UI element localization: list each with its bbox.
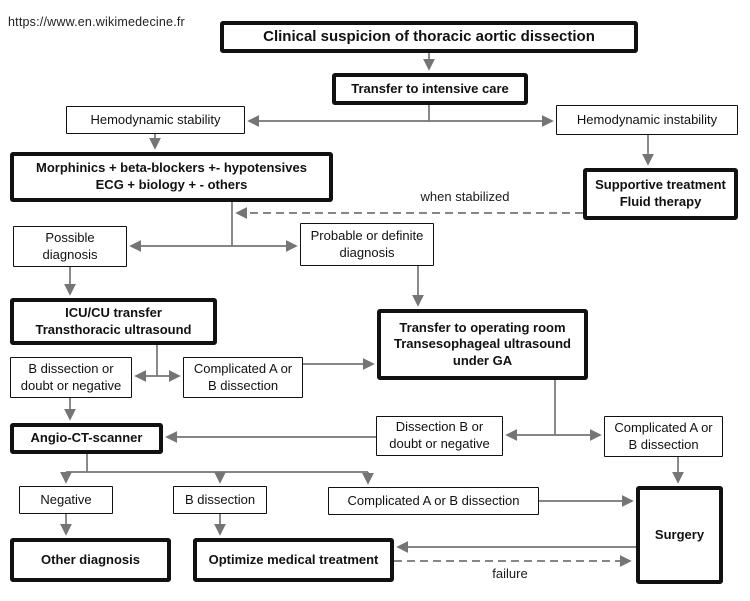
edge-label-when-stabilized: when stabilized xyxy=(420,189,510,204)
node-supportive-treatment: Supportive treatment Fluid therapy xyxy=(583,168,738,220)
node-optimize-treatment: Optimize medical treatment xyxy=(193,538,394,582)
node-icu-transfer: ICU/CU transfer Transthoracic ultrasound xyxy=(10,298,217,345)
node-negative: Negative xyxy=(19,486,113,514)
node-complicated-ab-left: Complicated A or B dissection xyxy=(183,357,303,398)
node-morphinics: Morphinics + beta-blockers +- hypotensiv… xyxy=(10,152,333,202)
node-operating-room: Transfer to operating room Transesophage… xyxy=(377,309,588,380)
node-angio-ct-scanner: Angio-CT-scanner xyxy=(10,423,163,454)
edge-label-failure: failure xyxy=(492,566,528,581)
node-b-dissection: B dissection xyxy=(173,486,267,514)
node-dissection-b-doubt: Dissection B or doubt or negative xyxy=(376,416,503,456)
node-probable-diagnosis: Probable or definite diagnosis xyxy=(300,223,434,266)
node-surgery: Surgery xyxy=(636,486,723,584)
node-hemodynamic-stability: Hemodynamic stability xyxy=(66,106,245,134)
node-transfer-intensive-care: Transfer to intensive care xyxy=(332,73,528,105)
node-clinical-suspicion: Clinical suspicion of thoracic aortic di… xyxy=(220,21,638,53)
node-hemodynamic-instability: Hemodynamic instability xyxy=(556,105,738,135)
node-other-diagnosis: Other diagnosis xyxy=(10,538,171,582)
node-b-dissection-doubt: B dissection or doubt or negative xyxy=(10,357,132,398)
source-url: https://www.en.wikimedecine.fr xyxy=(8,15,185,29)
node-complicated-ab-right: Complicated A or B dissection xyxy=(604,416,723,457)
node-possible-diagnosis: Possible diagnosis xyxy=(13,226,127,267)
node-complicated-ab-bottom: Complicated A or B dissection xyxy=(328,487,539,515)
